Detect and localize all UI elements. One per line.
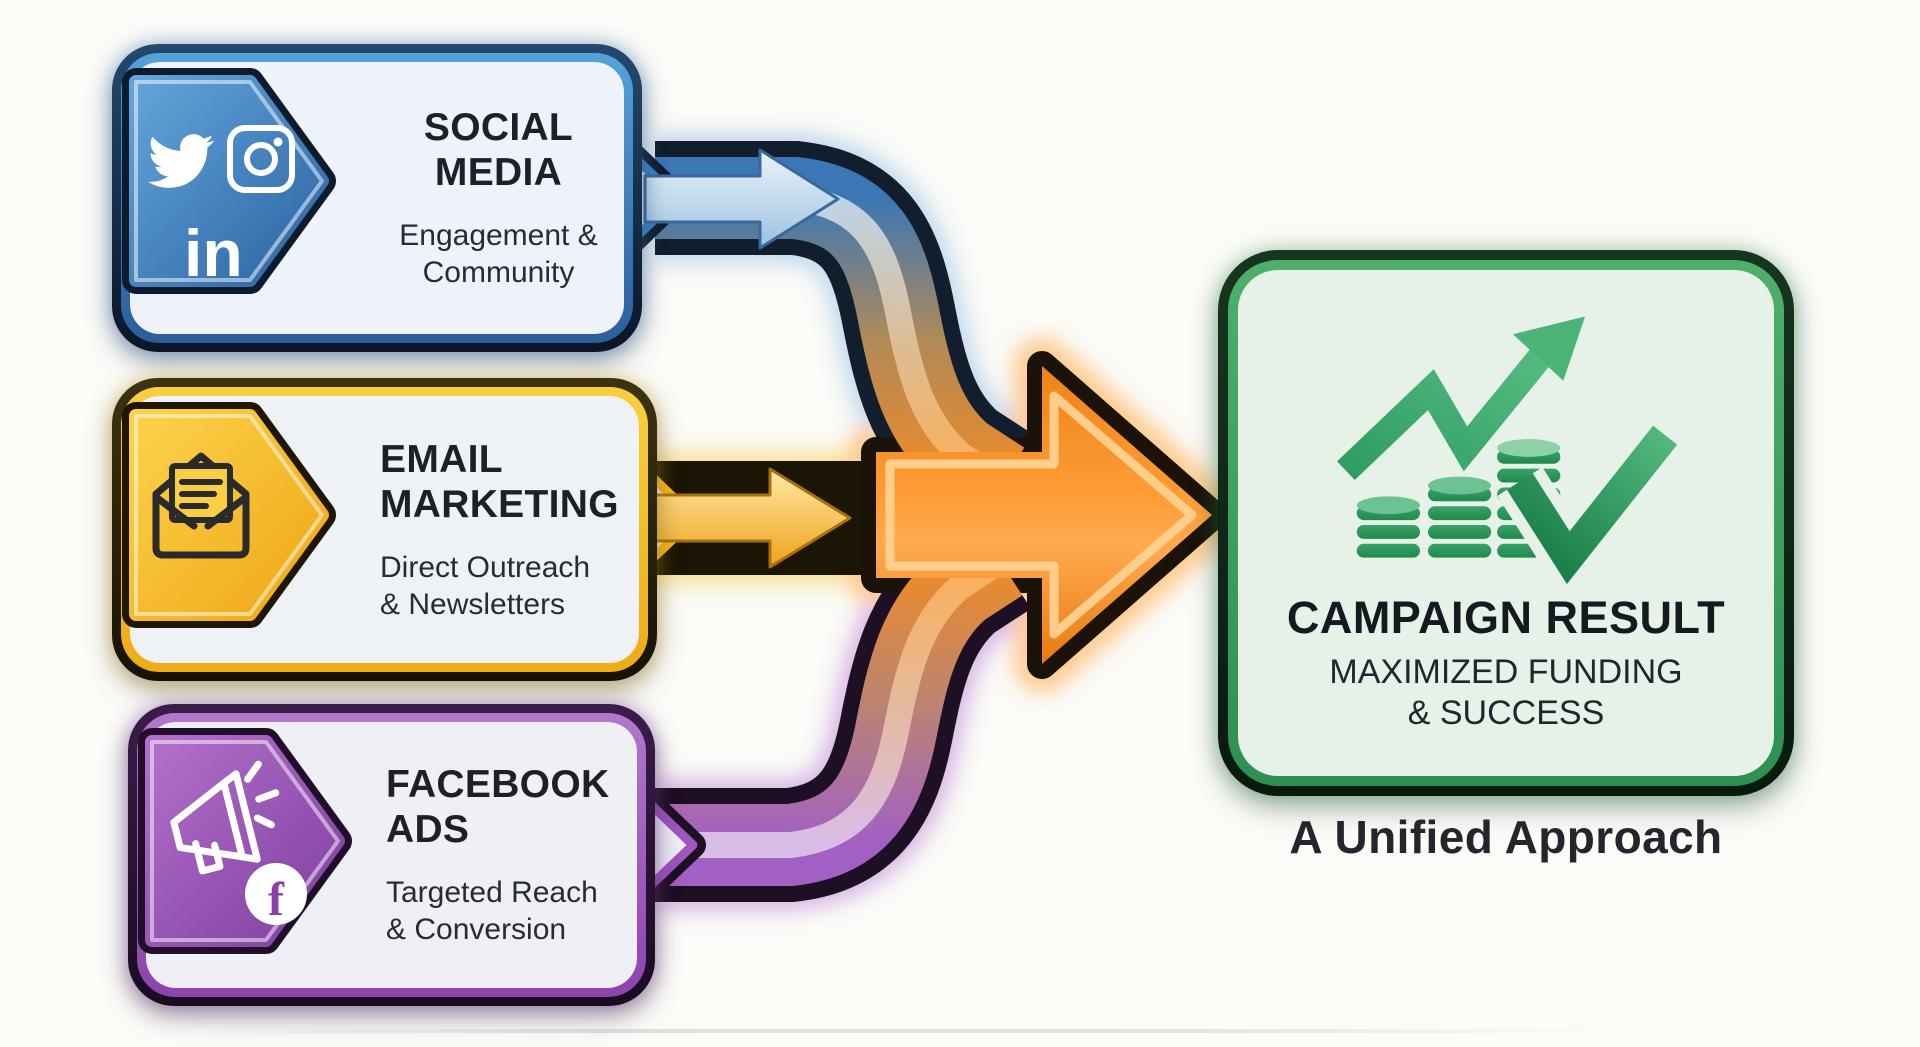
campaign-result-card-body: CAMPAIGN RESULT MAXIMIZED FUNDING & SUCC… <box>1238 270 1774 776</box>
email-marketing-subtitle: Direct Outreach & Newsletters <box>380 550 591 621</box>
email-marketing-title: EMAIL MARKETING <box>380 437 619 526</box>
social-media-card: SOCIAL MEDIA Engagement & Community <box>112 44 642 352</box>
ads-stream <box>655 526 1023 886</box>
growth-chart-coins-checkmark-icon <box>1337 316 1687 604</box>
facebook-ads-badge: f <box>138 728 352 954</box>
email-marketing-badge <box>122 402 336 628</box>
facebook-ads-subtitle: Targeted Reach & Conversion <box>386 876 598 946</box>
social-stream <box>655 157 1025 517</box>
svg-text:f: f <box>268 873 285 926</box>
checkmark <box>1497 418 1687 604</box>
social-media-title: SOCIAL MEDIA <box>423 106 574 194</box>
social-media-subtitle: Engagement & Community <box>399 219 598 289</box>
campaign-result-card: CAMPAIGN RESULT MAXIMIZED FUNDING & SUCC… <box>1218 250 1794 796</box>
email-arrow-icon <box>643 467 852 569</box>
merged-arrow <box>876 366 1212 664</box>
social-media-badge: in <box>122 68 336 294</box>
campaign-result-title: CAMPAIGN RESULT <box>1286 592 1726 643</box>
open-envelope-icon <box>152 452 250 559</box>
twitter-icon <box>148 134 214 188</box>
social-arrow-icon <box>643 148 840 250</box>
baseline-shadow <box>210 1029 1610 1033</box>
arrow-stream-layer <box>652 157 1025 886</box>
linkedin-icon: in <box>184 216 243 290</box>
email-marketing-card: EMAIL MARKETING Direct Outreach & Newsle… <box>112 378 657 681</box>
caption-unified-approach: A Unified Approach <box>1289 811 1723 863</box>
megaphone-icon <box>170 760 280 875</box>
arrow-outline-layer <box>652 141 1227 902</box>
campaign-result-card-border: CAMPAIGN RESULT MAXIMIZED FUNDING & SUCC… <box>1228 260 1784 786</box>
facebook-icon: f <box>245 863 307 926</box>
arrow-glow-layer <box>652 132 1241 911</box>
growth-arrow <box>1337 316 1586 480</box>
instagram-icon <box>227 125 295 193</box>
facebook-ads-title: FACEBOOK ADS <box>386 763 610 851</box>
facebook-ads-card: FACEBOOK ADS Targeted Reach & Conversion <box>128 704 655 1006</box>
campaign-result-subtitle: MAXIMIZED FUNDING & SUCCESS <box>1329 653 1683 732</box>
